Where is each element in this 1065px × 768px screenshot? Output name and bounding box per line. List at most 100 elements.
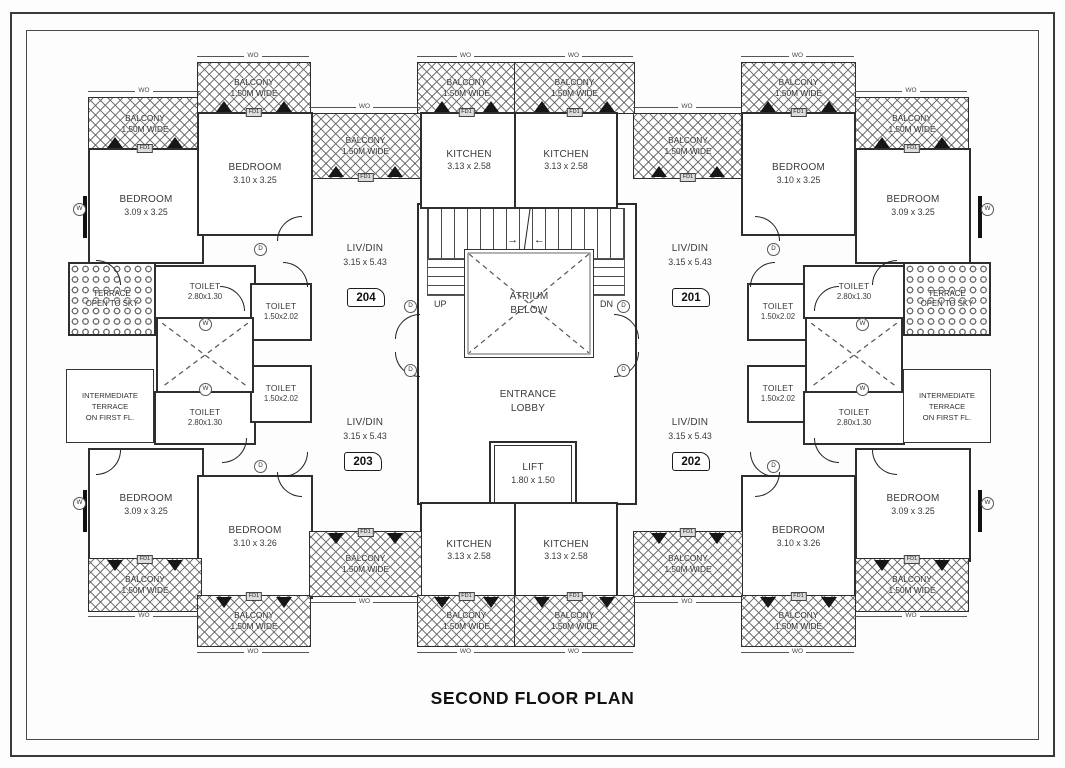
room-dims-text: 3.15 x 5.43 — [668, 257, 712, 267]
terrace-line1: TERRACE — [928, 288, 966, 298]
dimension-wo: WO — [88, 87, 200, 96]
dimension-label: WO — [355, 599, 374, 606]
window-swing-icon — [433, 597, 450, 608]
balcony-name-text: BALCONY — [778, 77, 819, 88]
door-tag: FD1 — [357, 172, 374, 182]
room-name-text: BEDROOM — [228, 525, 282, 537]
door-tag: FD1 — [679, 528, 697, 538]
room-name-text: TOILET — [265, 301, 297, 311]
door-tag: FD1 — [245, 107, 263, 117]
balcony-name-text: BALCONY — [668, 135, 708, 146]
iterrace-line1: INTERMEDIATE — [919, 390, 975, 400]
dimension-label: WO — [902, 88, 920, 95]
room-dims-text: 1.50x2.02 — [760, 312, 796, 322]
dimension-wo: WO — [309, 598, 420, 607]
room-dims-text: 2.80x1.30 — [836, 292, 872, 302]
window-swing-icon — [483, 101, 500, 112]
dimension-label: WO — [788, 649, 807, 656]
door-tag: FD1 — [566, 592, 583, 602]
room-dims-text: 3.15 x 5.43 — [668, 431, 712, 441]
balcony-width-text: 1.50M WIDE — [774, 88, 823, 98]
door-tag: FD1 — [136, 143, 154, 153]
dimension-label: WO — [564, 649, 583, 656]
room-dims-text: 3.10 x 3.26 — [776, 537, 821, 548]
room-name-text: LIV/DIN — [346, 417, 384, 428]
door-marker: D — [617, 364, 630, 377]
balcony-width-text: 1.50M WIDE — [888, 585, 936, 595]
iterrace-line3: ON FIRST FL. — [85, 412, 135, 422]
terrace-line1: TERRACE — [93, 288, 131, 298]
dimension-wo: WO — [741, 52, 854, 61]
intermediate-terrace-label: INTERMEDIATE TERRACE ON FIRST FL. — [82, 390, 138, 423]
window-swing-icon — [598, 101, 615, 112]
balcony-name-text: BALCONY — [345, 135, 386, 146]
balcony-name-text: BALCONY — [446, 77, 487, 88]
room-name-text: BEDROOM — [119, 194, 173, 206]
entrance-lobby-label: ENTRANCE LOBBY — [478, 388, 578, 416]
dimension-label: WO — [456, 53, 475, 60]
window-bar-icon — [978, 490, 982, 532]
dimension-wo: WO — [197, 52, 309, 61]
balcony-width-text: 1.50M WIDE — [230, 621, 278, 631]
intermediate-terrace-right: INTERMEDIATE TERRACE ON FIRST FL. — [903, 369, 991, 443]
window-swing-icon — [934, 137, 951, 148]
door-marker: D — [767, 460, 780, 473]
livdin-204-label: LIV/DIN 3.15 x 5.43 — [325, 242, 405, 268]
room-name-text: TOILET — [838, 281, 870, 291]
room-name-text: TOILET — [265, 383, 297, 393]
room-dims-text: 3.13 x 2.58 — [544, 551, 588, 562]
door-marker: D — [617, 300, 630, 313]
room-dims-text: 3.09 x 3.25 — [124, 206, 168, 217]
window-marker: W — [199, 318, 212, 331]
door-marker: D — [767, 243, 780, 256]
window-swing-icon — [760, 597, 777, 608]
room-name-text: TOILET — [838, 407, 870, 417]
balcony-name-text: BALCONY — [554, 77, 595, 88]
dimension-label: WO — [456, 649, 475, 656]
room-name-text: BEDROOM — [771, 525, 826, 537]
window-swing-icon — [598, 597, 615, 608]
sheet-border-inner — [26, 30, 1039, 740]
door-marker: D — [254, 243, 267, 256]
window-swing-icon — [651, 166, 668, 177]
atrium-x-icon — [469, 254, 589, 353]
room-dims-text: 3.15 x 5.43 — [343, 257, 387, 267]
room-name-text: LIV/DIN — [346, 243, 384, 254]
room-name-text: KITCHEN — [543, 148, 589, 160]
balcony-width-text: 1.50M WIDE — [774, 621, 823, 631]
room-dims-text: 3.15 x 5.43 — [343, 431, 387, 441]
dimension-label: WO — [355, 104, 374, 111]
dimension-wo: WO — [197, 648, 309, 657]
window-swing-icon — [387, 533, 404, 544]
window-marker: W — [856, 318, 869, 331]
atrium-label: ATRIUM BELOW — [510, 290, 549, 318]
iterrace-line3: ON FIRST FL. — [922, 412, 972, 422]
dimension-wo: WO — [633, 103, 741, 112]
unit-badge-203: 203 — [344, 452, 382, 471]
balcony-width-text: 1.50M WIDE — [664, 146, 712, 156]
room-dims-text: 2.80x1.30 — [836, 418, 872, 428]
room-dims-text: 3.13 x 2.58 — [544, 161, 588, 172]
